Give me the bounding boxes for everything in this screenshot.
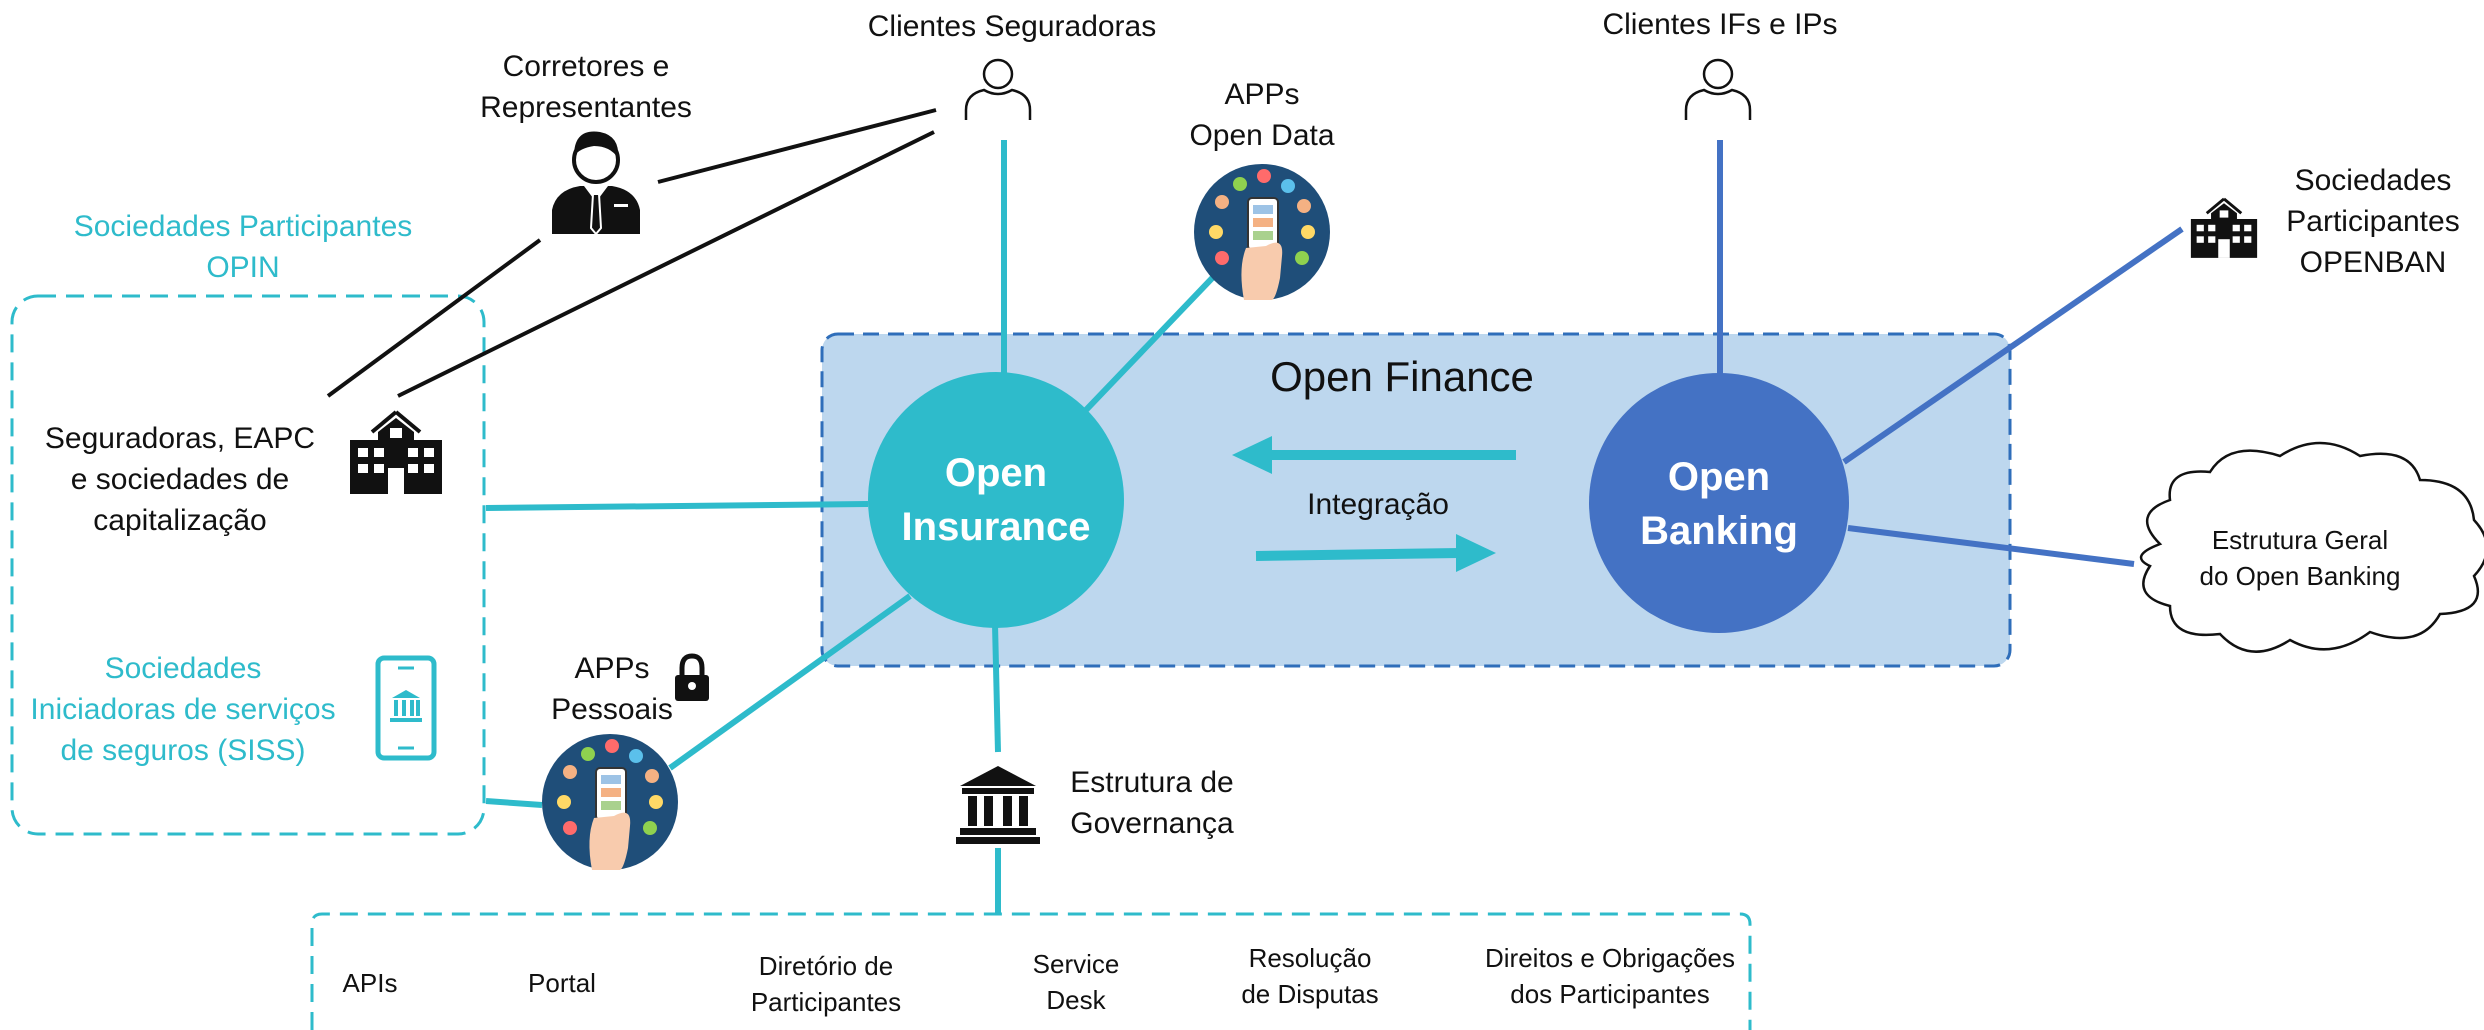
- open-insurance-label: Open Insurance: [901, 451, 1091, 549]
- person-outline-icon: [964, 58, 1032, 122]
- integration-arrow-left: [1232, 436, 1516, 474]
- estrutura-governanca-label: Estrutura de Governança: [1070, 766, 1234, 840]
- lock-icon: [675, 653, 709, 701]
- building-icon: [2189, 197, 2259, 260]
- governance-item-diretorio: Diretório de Participantes: [750, 951, 902, 1017]
- governance-item-portal: Portal: [528, 968, 596, 998]
- line-appsdata-insurance: [1083, 269, 1221, 413]
- open-banking-circle: [1589, 373, 1849, 633]
- siss-label: Sociedades Iniciadoras de serviços de se…: [30, 652, 336, 767]
- smartphone-bank-icon: [375, 655, 437, 761]
- line-insurance-governance: [992, 623, 1001, 753]
- integration-label: Integração: [1307, 488, 1449, 521]
- connector-lines: [326, 108, 2184, 914]
- governance-item-apis: APIs: [342, 968, 398, 998]
- line-seguradoras-insurance: [485, 501, 869, 511]
- integration-arrow-right: [1255, 534, 1496, 572]
- app-phone-icon: [541, 733, 679, 871]
- line-opin-appspessoais: [485, 798, 543, 808]
- opin-group-box: [10, 294, 486, 836]
- open-banking-label: Open Banking: [1640, 455, 1798, 553]
- building-icon: [348, 410, 444, 496]
- clientes-ifs-label: Clientes IFs e IPs: [1602, 8, 1838, 41]
- line-clientes-seguradoras: [397, 130, 935, 398]
- governance-box: [310, 912, 1752, 1030]
- bank-icon: [956, 766, 1040, 844]
- open-finance-title: Open Finance: [1270, 353, 1534, 400]
- estrutura-geral-label: Estrutura Geral do Open Banking: [2199, 525, 2401, 591]
- line-appspessoais-insurance: [668, 593, 912, 771]
- sociedades-openban-label: Sociedades Participantes OPENBAN: [2286, 164, 2460, 279]
- app-phone-icon: [1193, 163, 1331, 301]
- open-insurance-circle: [868, 372, 1124, 628]
- corretores-label: Corretores e Representantes: [480, 50, 692, 124]
- person-outline-icon: [1684, 58, 1752, 122]
- businessman-icon: [552, 131, 640, 236]
- apps-open-data-label: APPs Open Data: [1189, 78, 1335, 152]
- line-corretor-clientes: [657, 108, 937, 184]
- apps-pessoais-label: APPs Pessoais: [551, 652, 673, 726]
- line-corretor-seguradoras: [326, 238, 542, 398]
- cloud-shape: [2139, 441, 2484, 653]
- line-banking-openban: [1842, 226, 2184, 465]
- seguradoras-label: Seguradoras, EAPC e sociedades de capita…: [44, 422, 316, 537]
- clientes-seguradoras-label: Clientes Seguradoras: [867, 10, 1157, 43]
- line-banking-estruturageral: [1847, 525, 2135, 567]
- governance-item-disputas: Resolução de Disputas: [1241, 943, 1379, 1009]
- governance-item-service-desk: Service Desk: [1032, 949, 1120, 1015]
- governance-item-direitos: Direitos e Obrigações dos Participantes: [1485, 943, 1735, 1009]
- opin-group-title: Sociedades Participantes OPIN: [73, 210, 413, 284]
